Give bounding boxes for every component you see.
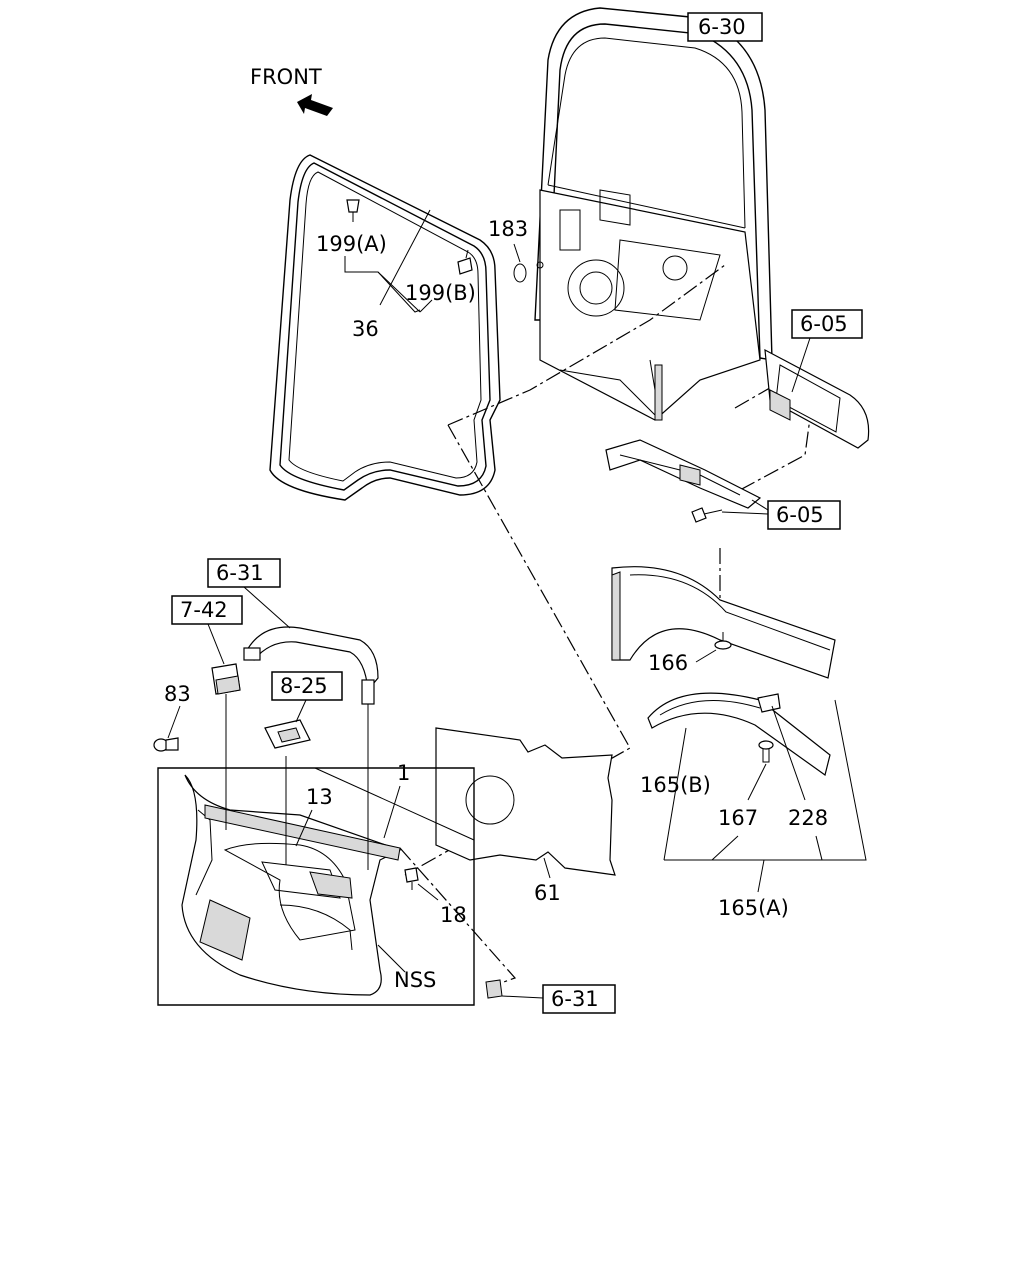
part-nss: NSS <box>394 968 436 992</box>
screw-6-05-icon <box>691 507 723 523</box>
part-166: 166 <box>648 651 688 675</box>
ref-6-30: 6-30 <box>698 15 746 39</box>
part-167: 167 <box>718 806 758 830</box>
fastener-83-icon <box>153 737 179 752</box>
part-1: 1 <box>397 761 410 785</box>
door-insulator-61 <box>435 727 616 876</box>
power-window-switch <box>264 719 311 749</box>
clip-18-icon <box>404 867 419 890</box>
step-molding <box>647 692 831 777</box>
assist-grip <box>243 626 379 705</box>
ref-box-6-30 <box>687 12 763 42</box>
ref-6-31-b: 6-31 <box>551 987 599 1011</box>
chain-line-door-to-insulator <box>447 264 726 426</box>
leader-165 <box>664 699 867 861</box>
clip-199a-icon <box>346 199 360 222</box>
clip-166-icon <box>714 632 732 650</box>
part-183: 183 <box>488 217 528 241</box>
armrest-trim-panel <box>764 348 870 449</box>
ref-8-25: 8-25 <box>280 674 328 698</box>
ref-box-6-31-b <box>542 984 616 1014</box>
ref-box-8-25 <box>271 671 343 701</box>
trim-bracket <box>605 439 762 509</box>
clip-228-icon <box>757 693 781 713</box>
part-199b: 199(B) <box>405 281 476 305</box>
part-13: 13 <box>306 785 333 809</box>
grommet-183-icon <box>513 263 527 283</box>
ref-6-31-a: 6-31 <box>216 561 264 585</box>
switch-cover-7-42 <box>211 663 241 695</box>
part-199a: 199(A) <box>316 232 387 256</box>
ref-7-42: 7-42 <box>180 598 228 622</box>
screw-167-icon <box>758 740 774 763</box>
ref-box-7-42 <box>171 595 243 625</box>
clip-199b-icon <box>457 249 473 275</box>
part-36: 36 <box>352 317 379 341</box>
ref-box-6-05-b <box>767 500 841 530</box>
front-arrow-icon <box>297 94 333 116</box>
part-18: 18 <box>440 903 467 927</box>
front-label: FRONT <box>250 65 322 89</box>
ref-6-05-a: 6-05 <box>800 312 848 336</box>
part-165a: 165(A) <box>718 896 789 920</box>
ref-box-6-31-a <box>207 558 281 588</box>
ref-6-05-b: 6-05 <box>776 503 824 527</box>
leader-36 <box>377 271 421 313</box>
part-83: 83 <box>164 682 191 706</box>
part-228: 228 <box>788 806 828 830</box>
part-61: 61 <box>534 881 561 905</box>
lower-step-trim <box>611 566 836 679</box>
grip-end-cap <box>485 979 503 999</box>
ref-box-6-05-a <box>791 309 863 339</box>
door-frame-assembly <box>534 7 773 421</box>
door-weatherstrip <box>269 154 501 501</box>
